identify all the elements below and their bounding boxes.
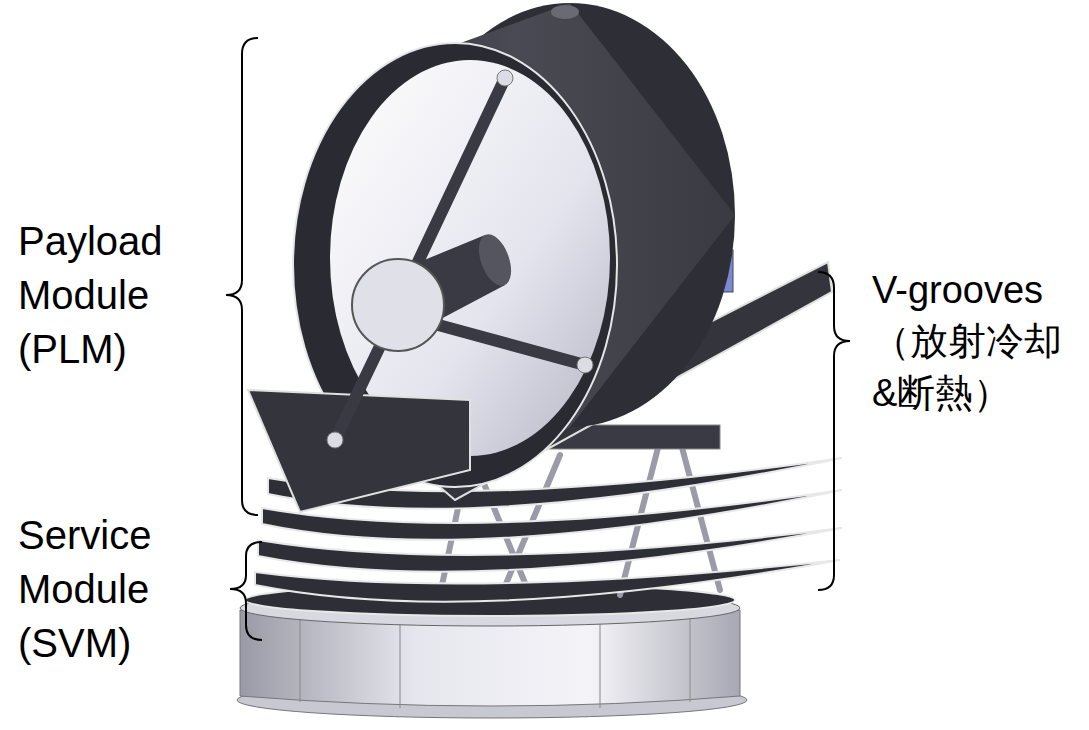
module-label: Payload Module (PLM) bbox=[18, 214, 218, 376]
callout-label: V-grooves （放射冷却 &断熱） bbox=[872, 265, 1072, 419]
module-label: Service Module (SVM) bbox=[18, 508, 218, 670]
